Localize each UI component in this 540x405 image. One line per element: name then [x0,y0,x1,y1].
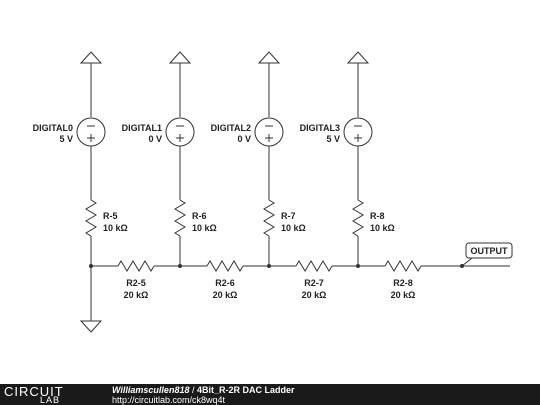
source-name: DIGITAL0 [33,123,73,133]
logo-circuit-text: CIRCUIT [4,384,64,399]
source-branch-2[interactable]: DIGITAL2 0 V R-7 10 kΩ [211,51,306,266]
resistor-icon [384,260,422,272]
resistor-icon [206,260,244,272]
separator: / [191,385,195,395]
source-branch-0[interactable]: DIGITAL0 5 V R-5 10 kΩ [33,51,128,266]
source-name: DIGITAL2 [211,123,251,133]
output-label: OUTPUT [471,246,509,256]
output-node[interactable]: OUTPUT [461,242,513,267]
output-label-box [465,242,513,259]
resistor-name: R-6 [192,211,207,221]
logo-lab-text: LAB [40,395,61,405]
resistor-icon [352,199,364,237]
schematic-canvas: DIGITAL0 5 V R-5 10 kΩ DIGITAL1 0 V R-6 … [33,51,513,333]
supply-arrow-icon [257,51,281,64]
source-voltage: 0 V [237,134,251,144]
resistor-name: R2-6 [215,278,235,288]
ground-icon [79,320,103,333]
resistor-value: 20 kΩ [391,290,416,300]
resistor-value: 10 kΩ [192,223,217,233]
circuit-url[interactable]: http://circuitlab.com/ck8wq4t [112,395,226,405]
resistor-value: 10 kΩ [281,223,306,233]
source-voltage: 0 V [148,134,162,144]
author-link[interactable]: Williamscullen818 [112,385,190,395]
resistor-icon [85,199,97,237]
source-voltage: 5 V [59,134,73,144]
resistor-value: 20 kΩ [124,290,149,300]
source-branch-1[interactable]: DIGITAL1 0 V R-6 10 kΩ [122,51,217,266]
supply-arrow-icon [79,51,103,64]
circuit-title: 4Bit_R-2R DAC Ladder [197,385,295,395]
source-voltage: 5 V [326,134,340,144]
horizontal-resistor-labels: R2-5 20 kΩ R2-6 20 kΩ R2-7 20 kΩ R2-8 20… [124,278,416,300]
resistor-name: R-5 [103,211,118,221]
ground-symbol[interactable] [79,266,103,333]
resistor-value: 20 kΩ [302,290,327,300]
resistor-value: 10 kΩ [103,223,128,233]
resistor-value: 20 kΩ [213,290,238,300]
ladder-rail [91,260,510,272]
resistor-name: R2-8 [393,278,413,288]
resistor-icon [263,199,275,237]
resistor-name: R2-5 [126,278,146,288]
resistor-name: R-7 [281,211,296,221]
source-branch-3[interactable]: DIGITAL3 5 V R-8 10 kΩ [300,51,395,266]
circuitlab-logo[interactable]: CIRCUIT LAB [4,384,104,405]
source-name: DIGITAL1 [122,123,162,133]
resistor-icon [174,199,186,237]
credits: Williamscullen818 / 4Bit_R-2R DAC Ladder… [112,385,295,405]
resistor-value: 10 kΩ [370,223,395,233]
source-name: DIGITAL3 [300,123,340,133]
resistor-icon [295,260,333,272]
supply-arrow-icon [346,51,370,64]
supply-arrow-icon [168,51,192,64]
resistor-name: R-8 [370,211,385,221]
footer-bar: CIRCUIT LAB Williamscullen818 / 4Bit_R-2… [0,384,540,405]
resistor-icon [117,260,155,272]
resistor-name: R2-7 [304,278,324,288]
